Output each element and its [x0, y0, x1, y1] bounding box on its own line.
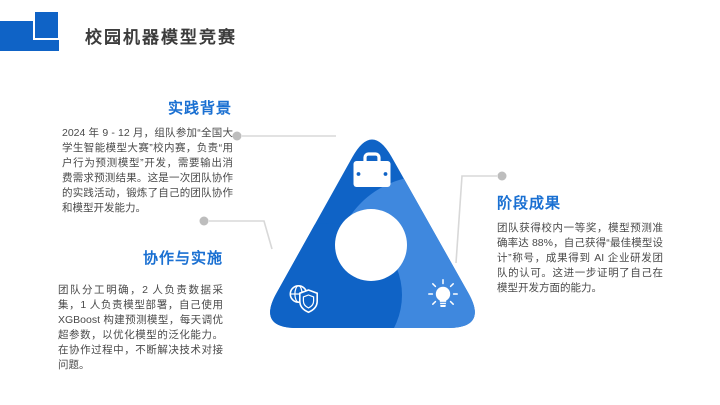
page-title: 校园机器模型竞赛	[85, 28, 237, 47]
practice-body: 2024 年 9 - 12 月，组队参加“全国大学生智能模型大赛”校内赛，负责“…	[62, 127, 233, 214]
collaboration-body: 团队分工明确，2 人负责数据采集，1 人负责模型部署，自己使用 XGBoost …	[58, 284, 223, 371]
collaboration-heading: 协作与实施	[142, 250, 223, 267]
connector-collaboration-dot	[199, 216, 209, 226]
practice-heading: 实践背景	[167, 100, 232, 117]
triangle-diagram	[270, 139, 475, 329]
connector-results-dot	[497, 171, 507, 181]
globe-shield-icon	[289, 285, 318, 314]
results-body: 团队获得校内一等奖，模型预测准确率达 88%，自己获得“最佳模型设计”称号，成果…	[497, 222, 663, 294]
lightbulb-icon	[428, 279, 458, 307]
results-heading: 阶段成果	[497, 195, 562, 212]
connector-practice-dot	[232, 131, 242, 141]
center-hole	[335, 209, 407, 281]
title-logo-square-icon	[33, 10, 60, 40]
briefcase-icon	[353, 152, 391, 187]
